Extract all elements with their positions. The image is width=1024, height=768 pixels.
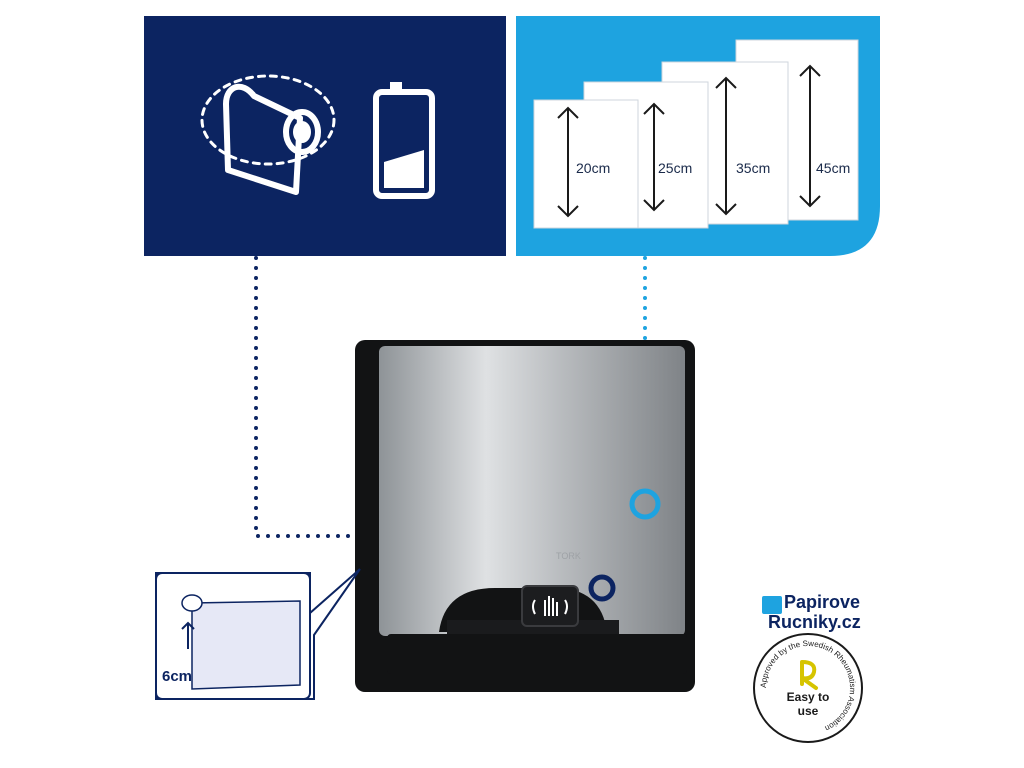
brand-mark: TORK bbox=[556, 551, 581, 561]
rheumatism-association-seal: Approved by the Swedish Rheumatism Assoc… bbox=[752, 632, 864, 744]
length-label-20: 20cm bbox=[576, 160, 611, 176]
double-arrow-icon bbox=[557, 64, 821, 218]
length-label-45: 45cm bbox=[816, 160, 851, 176]
towel-length-panel bbox=[516, 16, 880, 256]
distance-label: 6cm bbox=[162, 668, 193, 685]
papirove-rucniky-logo[interactable]: Papirove Rucniky.cz bbox=[762, 590, 882, 640]
length-label-25: 25cm bbox=[658, 160, 693, 176]
roll-and-battery-panel bbox=[144, 16, 506, 256]
battery-icon bbox=[373, 82, 435, 199]
seal-graphic: Approved by the Swedish Rheumatism Assoc… bbox=[753, 633, 863, 743]
hand-wave-sensor-icon bbox=[532, 596, 568, 616]
length-label-35: 35cm bbox=[736, 160, 771, 176]
towel-dispenser: TORK bbox=[355, 340, 695, 692]
up-arrow-icon bbox=[181, 621, 195, 649]
logo-mark-icon bbox=[762, 596, 782, 614]
paper-roll-icon bbox=[200, 74, 336, 195]
callout-box bbox=[155, 568, 361, 700]
